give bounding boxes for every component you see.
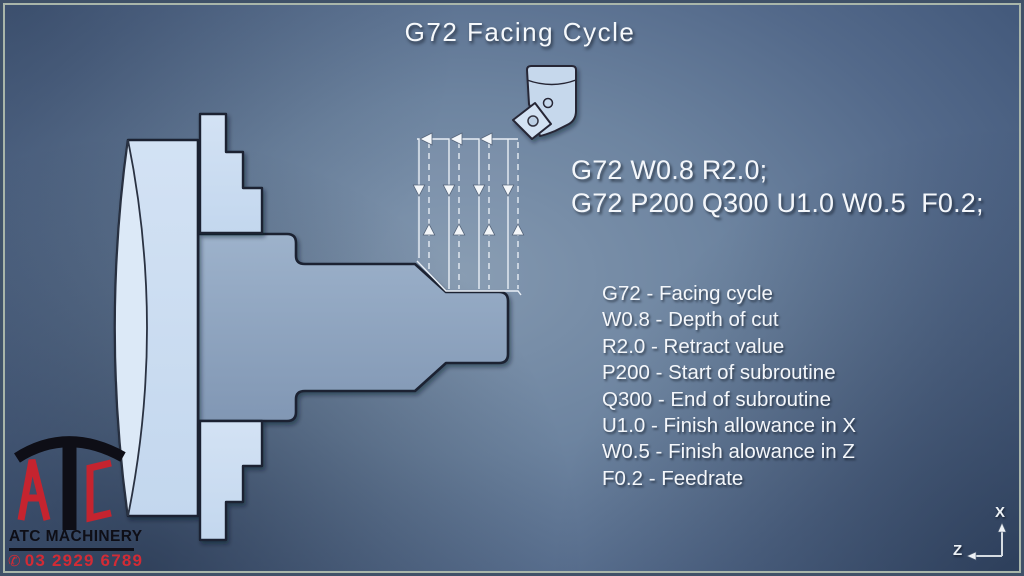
left-arrow-icon: [419, 132, 433, 146]
up-arrow-icon: [997, 522, 1007, 533]
workpiece: [196, 232, 510, 423]
down-arrow-icon: [501, 184, 515, 197]
parameter-item: G72 - Facing cycle: [602, 282, 773, 305]
down-arrow-icon: [442, 184, 456, 197]
toolpath: [412, 132, 525, 296]
z-axis-label: Z: [953, 542, 963, 559]
logo-letter-c: [86, 459, 112, 523]
toolpath-bottom-line: [416, 260, 522, 296]
up-arrow-icon: [511, 223, 525, 236]
up-arrow-icon: [422, 223, 436, 236]
down-arrow-icon: [472, 184, 486, 197]
down-arrow-icon: [412, 184, 426, 197]
company-name: ATC MACHINERY: [9, 528, 143, 545]
parameter-item: R2.0 - Retract value: [602, 334, 785, 358]
company-phone: ✆03 2929 6789: [8, 551, 228, 571]
parameter-item: F0.2 - Feedrate: [602, 466, 744, 490]
parameter-item: U1.0 - Finish allowance in X: [602, 413, 857, 437]
tool-holder-curve: [526, 79, 577, 86]
tool-insert-hole: [527, 115, 539, 127]
up-arrow-icon: [482, 223, 496, 236]
phone-number: 03 2929 6789: [24, 551, 144, 570]
parameter-item: Q300 - End of subroutine: [602, 387, 832, 411]
parameter-item: W0.8 - Depth of cut: [602, 308, 779, 332]
left-arrow-icon: [449, 132, 463, 146]
x-axis-label: X: [995, 504, 1006, 521]
chuck-face-curve: [114, 139, 148, 517]
parameter-item: P200 - Start of subroutine: [602, 361, 836, 385]
tool-screw: [542, 97, 554, 109]
chuck-jaw-top: [198, 112, 264, 235]
logo-letter-a: [17, 459, 51, 521]
gcode-line: G72 W0.8 R2.0;: [571, 155, 768, 185]
up-arrow-icon: [452, 223, 466, 236]
cutting-tool: [512, 65, 577, 140]
toolpath-region: [417, 139, 518, 291]
left-arrow-icon: [479, 132, 493, 146]
logo-underline: [9, 548, 134, 551]
company-logo-icon: [14, 436, 126, 530]
chuck-jaw-bottom: [198, 419, 264, 542]
page-title: G72 Facing Cycle: [404, 17, 636, 47]
axis-indicator: [966, 522, 1007, 561]
phone-icon: ✆: [8, 553, 22, 570]
parameter-list: G72 - Facing cycle W0.8 - Depth of cut R…: [602, 281, 856, 492]
gcode-block: G72 W0.8 R2.0; G72 P200 Q300 U1.0 W0.5 F…: [571, 154, 984, 220]
chuck: [113, 138, 200, 518]
gcode-line: G72 P200 Q300 U1.0 W0.5 F0.2;: [571, 188, 984, 218]
left-arrow-icon: [966, 551, 977, 561]
parameter-item: W0.5 - Finish alowance in Z: [602, 440, 855, 464]
toolpath-arrows: [412, 132, 525, 236]
